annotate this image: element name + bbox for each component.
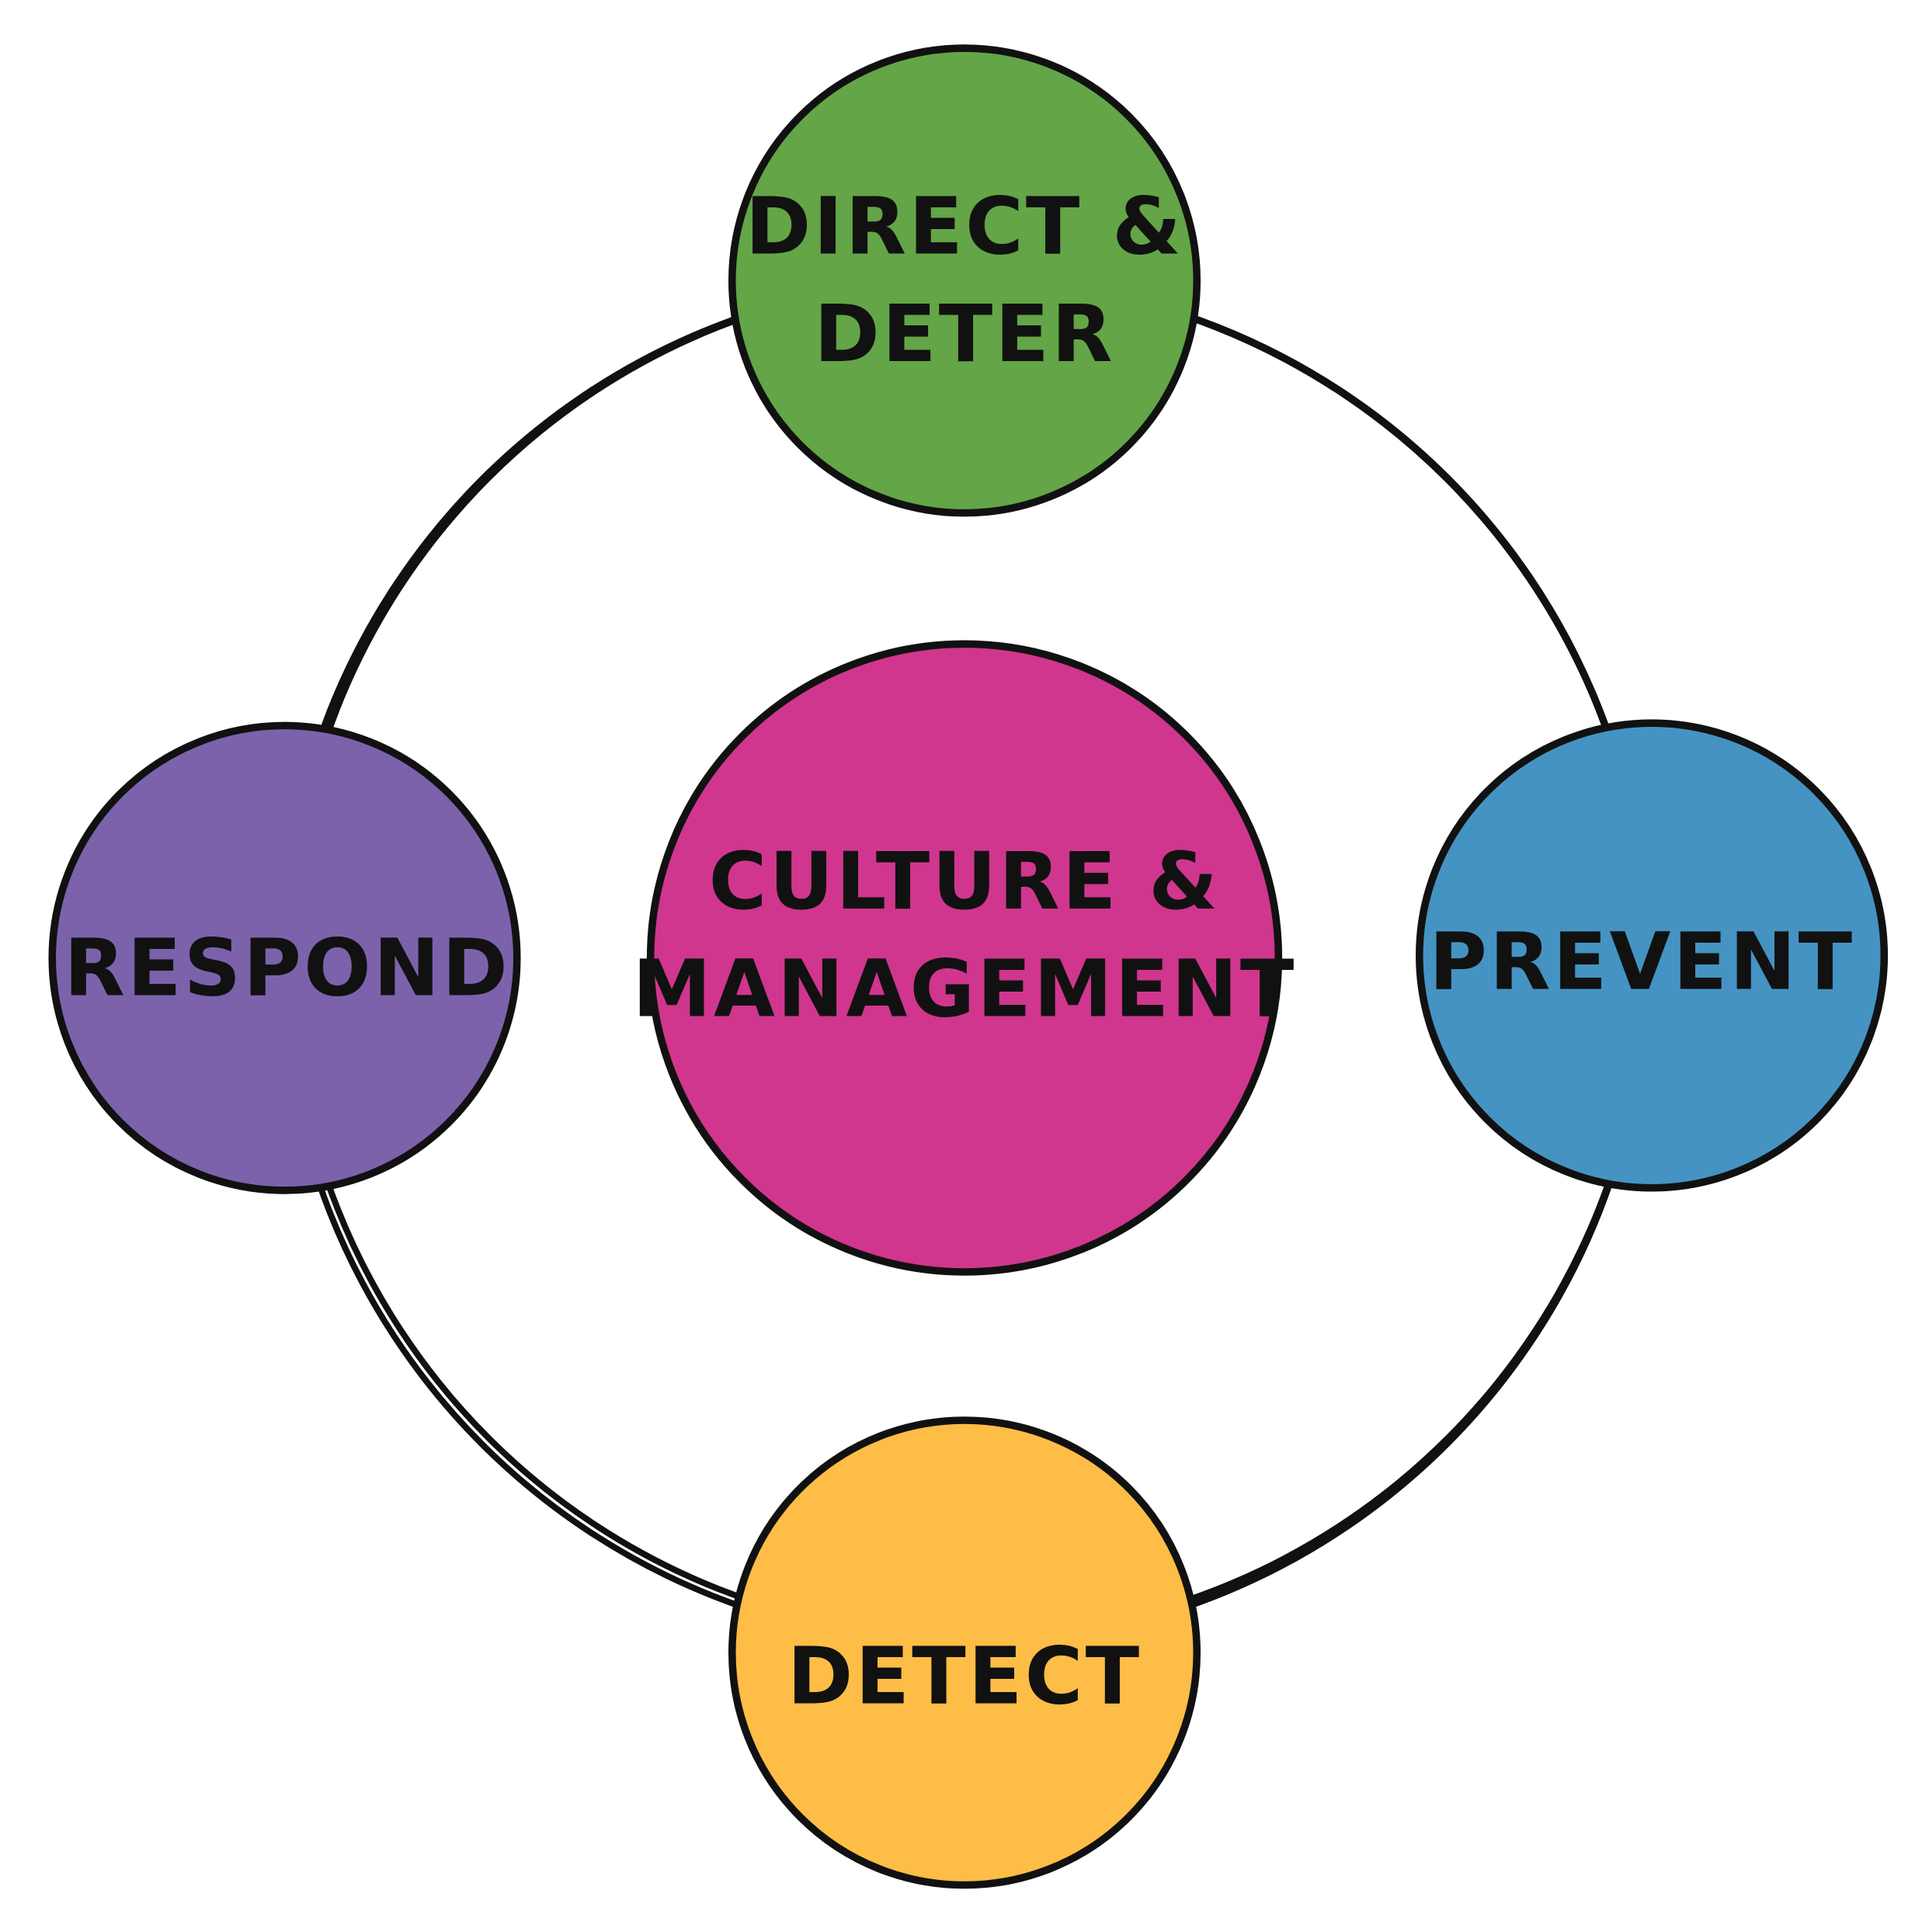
node-top-circle [728, 44, 1201, 517]
node-top[interactable]: DIRECT & DETER [728, 44, 1201, 517]
node-top-label-2: DETER [814, 288, 1115, 380]
node-center-label-1: CULTURE & [709, 836, 1221, 928]
node-right[interactable]: PREVENT [1416, 719, 1889, 1192]
node-bottom-circle [728, 1416, 1201, 1889]
node-left-label: RESPOND [64, 922, 510, 1014]
node-bottom-label: DETECT [787, 1631, 1142, 1723]
node-center-label-2: MANAGEMENT [633, 943, 1297, 1035]
node-right-label: PREVENT [1429, 916, 1854, 1008]
node-center[interactable]: CULTURE & MANAGEMENT [633, 640, 1297, 1276]
node-center-circle [646, 640, 1283, 1276]
node-right-circle [1416, 719, 1889, 1192]
node-left[interactable]: RESPOND [48, 721, 521, 1194]
node-left-circle [48, 721, 521, 1194]
node-bottom[interactable]: DETECT [728, 1416, 1201, 1889]
node-top-label-1: DIRECT & [746, 180, 1183, 273]
